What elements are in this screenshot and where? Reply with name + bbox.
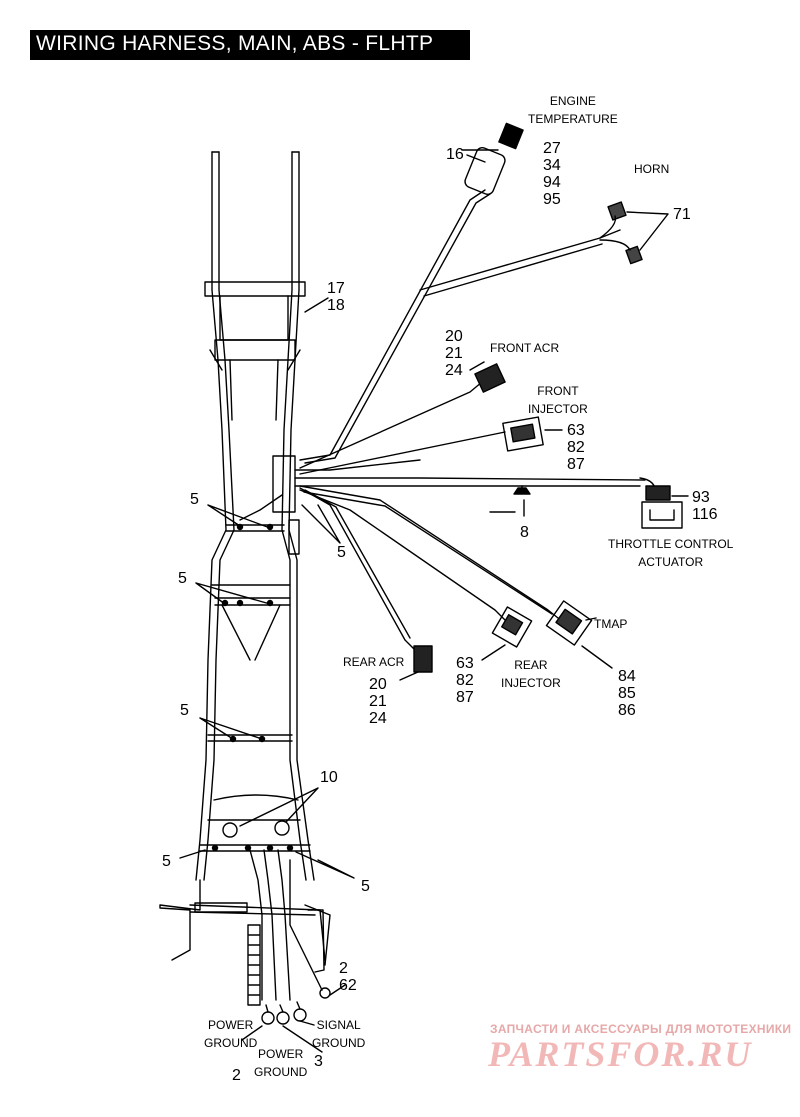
ref-34: 34: [543, 157, 561, 174]
engine-temp-sensor: [461, 122, 524, 195]
ref-86: 86: [618, 702, 636, 719]
ref-20: 20: [445, 328, 463, 345]
rear-acr-connector: [399, 645, 433, 681]
throttle-label-line2: ACTUATOR: [638, 555, 704, 569]
ref-63-rear: 63: [456, 655, 474, 672]
tmap-label: TMAP: [594, 617, 628, 631]
front-injector-label-line2: INJECTOR: [528, 402, 588, 416]
throttle-label-line1: THROTTLE CONTROL: [608, 537, 734, 551]
front-injector-refs: 63 82 87: [567, 422, 585, 473]
ref-20-rear: 20: [369, 676, 387, 693]
ref-94: 94: [543, 174, 561, 191]
callout-leaders: [179, 154, 516, 879]
power-ground-mid-line2: GROUND: [254, 1065, 308, 1079]
ref-10: 10: [320, 769, 338, 786]
ref-87: 87: [567, 456, 585, 473]
power-ground-mid-label: POWER GROUND: [254, 1045, 307, 1081]
ref-5-f: 5: [361, 878, 370, 895]
ref-5-e: 5: [162, 853, 171, 870]
watermark-tagline: ЗАПЧАСТИ И АКСЕССУАРЫ ДЛЯ МОТОТЕХНИКИ: [490, 1022, 792, 1036]
ref-8: 8: [520, 524, 529, 541]
frame-refs: 17 18: [327, 280, 345, 314]
ref-93: 93: [692, 489, 710, 506]
page-title: WIRING HARNESS, MAIN, ABS - FLHTP: [36, 32, 434, 55]
signal-ground-line1: SIGNAL: [316, 1018, 361, 1032]
ref-2-bottom: 2: [232, 1067, 241, 1084]
ref-84: 84: [618, 668, 636, 685]
throttle-refs: 93 116: [692, 489, 718, 523]
ref-82: 82: [567, 439, 585, 456]
tail-harness: [159, 849, 346, 1053]
power-ground-left-line2: GROUND: [204, 1036, 258, 1050]
ref-87-rear: 87: [456, 689, 474, 706]
horn-connectors: [599, 201, 669, 265]
ref-16: 16: [446, 146, 464, 163]
signal-ground-label: SIGNAL GROUND: [312, 1016, 365, 1052]
frame: [195, 151, 315, 881]
ref-18: 18: [327, 297, 345, 314]
front-injector-label: FRONT INJECTOR: [528, 382, 588, 418]
rear-acr-label: REAR ACR: [343, 655, 405, 669]
ground-refs: 2 62: [339, 960, 357, 994]
ref-71: 71: [673, 206, 691, 223]
fasteners[interactable]: [211, 523, 294, 852]
clip-8: [513, 485, 531, 517]
rear-injector-connector: [481, 606, 533, 661]
ref-95: 95: [543, 191, 561, 208]
rear-injector-label: REAR INJECTOR: [501, 656, 561, 692]
engine-temp-label-line2: TEMPERATURE: [528, 112, 618, 126]
ref-24-rear: 24: [369, 710, 387, 727]
rear-injector-label-line2: INJECTOR: [501, 676, 561, 690]
ref-21: 21: [445, 345, 463, 362]
rear-acr-refs: 20 21 24: [369, 676, 387, 727]
watermark-logo: PARTSFOR.RU: [488, 1034, 753, 1074]
power-ground-left-label: POWER GROUND: [204, 1016, 257, 1052]
title-bar: WIRING HARNESS, MAIN, ABS - FLHTP: [30, 30, 470, 60]
ref-21-rear: 21: [369, 693, 387, 710]
engine-temp-label: ENGINE TEMPERATURE: [528, 92, 618, 128]
ref-27: 27: [543, 140, 561, 157]
power-ground-left-line1: POWER: [208, 1018, 254, 1032]
engine-temp-refs: 27 34 94 95: [543, 140, 561, 208]
throttle-label: THROTTLE CONTROL ACTUATOR: [608, 535, 733, 571]
ref-5-a: 5: [190, 491, 199, 508]
rear-injector-refs: 63 82 87: [456, 655, 474, 706]
tmap-refs: 84 85 86: [618, 668, 636, 719]
front-injector-label-line1: FRONT: [537, 384, 579, 398]
ref-63: 63: [567, 422, 585, 439]
ref-5-b: 5: [178, 570, 187, 587]
horn-label: HORN: [634, 162, 670, 176]
ref-85: 85: [618, 685, 636, 702]
ref-17: 17: [327, 280, 345, 297]
ref-82-rear: 82: [456, 672, 474, 689]
harness-bundle: [239, 189, 646, 651]
signal-ground-line2: GROUND: [312, 1036, 366, 1050]
ref-24: 24: [445, 362, 463, 379]
power-ground-mid-line1: POWER: [258, 1047, 304, 1061]
ref-62: 62: [339, 977, 357, 994]
throttle-actuator-connector: [639, 477, 689, 529]
front-injector-connector: [502, 416, 563, 452]
rear-injector-label-line1: REAR: [514, 658, 548, 672]
engine-temp-label-line1: ENGINE: [549, 94, 596, 108]
front-acr-connector: [469, 361, 506, 393]
front-acr-refs: 20 21 24: [445, 328, 463, 379]
ref-116: 116: [692, 506, 718, 523]
front-acr-label: FRONT ACR: [490, 341, 560, 355]
ref-2-ground: 2: [339, 960, 348, 977]
tmap-connector: [545, 600, 613, 669]
ref-5-d: 5: [337, 544, 346, 561]
ref-5-c: 5: [180, 702, 189, 719]
ref-3: 3: [314, 1053, 323, 1070]
